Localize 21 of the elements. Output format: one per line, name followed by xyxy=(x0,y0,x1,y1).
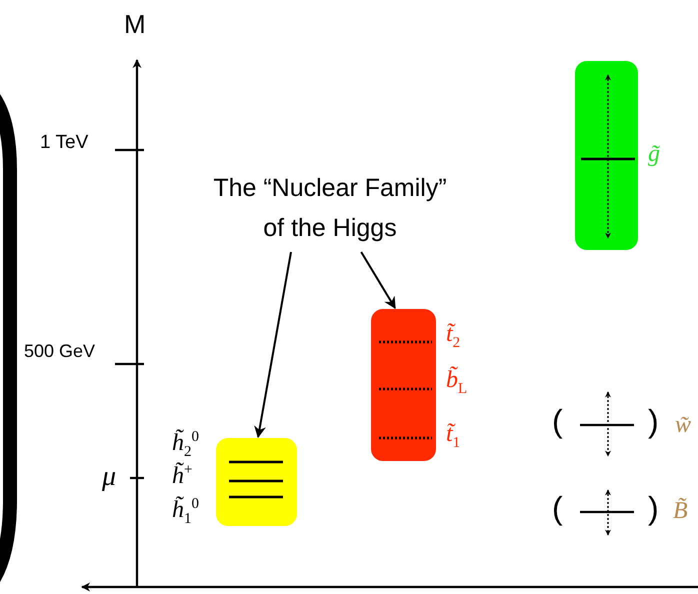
particle-label: b̃$_{L}$ xyxy=(446,368,468,397)
level-box xyxy=(371,309,436,461)
particle-label: t̃$_{2}$ xyxy=(446,322,460,351)
parenthesis: ( xyxy=(552,404,563,440)
particle-label: h̃$^{+}$ xyxy=(172,463,194,488)
tick-label: μ xyxy=(102,462,116,493)
arrow xyxy=(360,251,396,310)
parenthesis: ) xyxy=(648,404,659,440)
parenthesis: ) xyxy=(648,491,659,526)
parenthesis: ( xyxy=(552,491,563,526)
arrow xyxy=(254,252,292,438)
particle-label: t̃$_{1}$ xyxy=(446,422,460,451)
level-box xyxy=(216,438,297,526)
particle-label: g̃ xyxy=(648,142,660,166)
tick-label: 1 TeV xyxy=(40,133,88,154)
tick-label: 500 GeV xyxy=(24,342,96,362)
callout-text: The “Nuclear Family” of the Higgs xyxy=(212,173,448,244)
axis-label: M xyxy=(124,10,146,39)
gluino-box xyxy=(575,61,638,250)
particle-label: w̃ xyxy=(675,412,692,438)
particle-label: B̃ xyxy=(673,498,688,524)
